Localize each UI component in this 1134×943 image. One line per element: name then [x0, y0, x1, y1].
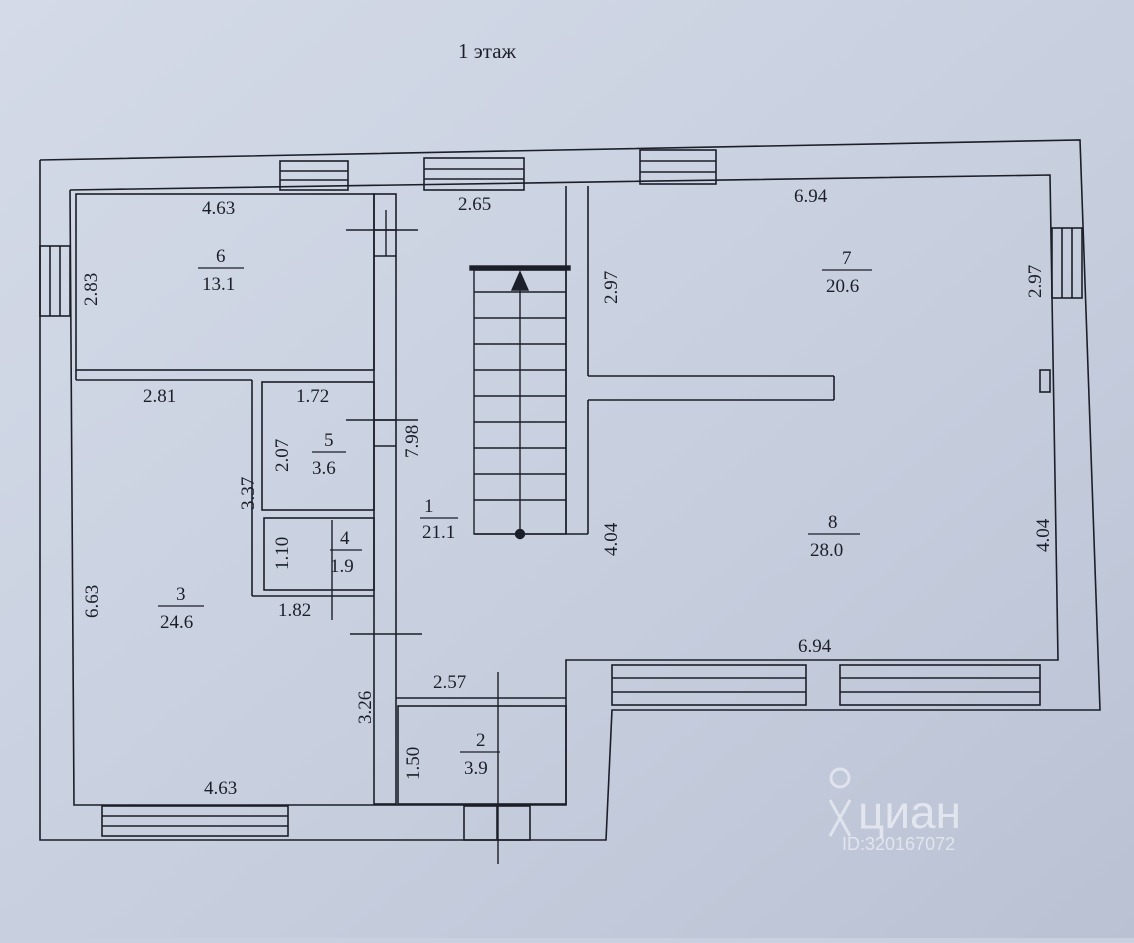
room-1-area: 21.1	[422, 522, 455, 543]
outer-wall-outer-line	[39, 139, 1101, 841]
outer-wall-inner-line	[69, 174, 1059, 806]
room-2-number: 2	[476, 730, 486, 751]
room-1-number: 1	[424, 496, 434, 517]
dim-room3-bottom-width: 4.63	[204, 778, 237, 799]
dim-room3-height: 6.63	[82, 585, 103, 618]
dim-hall-width: 2.65	[458, 194, 491, 215]
dim-hall-lower-length: 3.26	[355, 691, 376, 724]
stair-direction-arrow-icon	[510, 270, 530, 291]
watermark-id: ID:320167072	[842, 834, 955, 854]
dim-room8-height-right: 4.04	[1033, 518, 1054, 552]
room-label-3: 3 24.6	[158, 584, 204, 633]
room-4-area: 1.9	[330, 556, 354, 577]
room-label-7: 7 20.6	[822, 248, 872, 297]
room-8-number: 8	[828, 512, 838, 533]
dim-room5-width: 1.72	[296, 386, 329, 407]
window-bottom-right-b	[839, 664, 1041, 706]
room-5-number: 5	[324, 430, 334, 451]
dim-room5-height: 2.07	[272, 439, 293, 472]
room-label-6: 6 13.1	[198, 246, 244, 295]
room-7-area: 20.6	[826, 276, 859, 297]
room-3-number: 3	[176, 584, 186, 605]
dim-room8-width: 6.94	[798, 636, 832, 657]
stair-start-dot-icon	[514, 528, 526, 540]
window-top-left	[279, 160, 349, 191]
dim-room3-top-width: 2.81	[143, 386, 176, 407]
watermark-brand: циан	[858, 786, 961, 838]
plan-title: 1 этаж	[458, 39, 517, 63]
room-2-walls	[397, 705, 567, 805]
room-label-5: 5 3.6	[312, 430, 346, 479]
room-2-area: 3.9	[464, 758, 488, 779]
window-left	[39, 245, 71, 317]
section-marks	[331, 210, 499, 864]
dim-room7-height-right: 2.97	[1025, 265, 1046, 298]
room-label-4: 4 1.9	[330, 528, 362, 577]
dim-room2-height: 1.50	[403, 747, 424, 780]
dim-room6-width: 4.63	[202, 198, 235, 219]
room-3-area: 24.6	[160, 612, 193, 633]
room-4-number: 4	[340, 528, 350, 549]
dim-room6-height: 2.83	[81, 273, 102, 306]
room-4-walls	[263, 517, 375, 591]
room-5-area: 3.6	[312, 458, 336, 479]
dim-room7-height-left: 2.97	[601, 271, 622, 304]
room-label-8: 8 28.0	[808, 512, 860, 561]
staircase	[469, 265, 571, 540]
watermark: циан ID:320167072	[828, 767, 961, 854]
window-bottom-right-a	[611, 664, 807, 706]
window-top-center	[423, 157, 525, 191]
dim-room3-right-height: 3.37	[238, 477, 259, 510]
map-pin-icon	[828, 767, 852, 837]
dim-room7-width: 6.94	[794, 186, 828, 207]
room-8-area: 28.0	[810, 540, 843, 561]
dim-room4-height: 1.10	[272, 537, 293, 570]
room-6-number: 6	[216, 246, 226, 267]
dim-room4-width: 1.82	[278, 600, 311, 621]
dim-room8-height-left: 4.04	[601, 522, 622, 556]
window-right	[1051, 227, 1083, 299]
room-label-2: 2 3.9	[460, 730, 500, 779]
room-label-1: 1 21.1	[420, 496, 458, 543]
entry-door	[463, 805, 531, 841]
dim-room2-width: 2.57	[433, 672, 466, 693]
room-6-area: 13.1	[202, 274, 235, 295]
room-7-number: 7	[842, 248, 852, 269]
dim-hall-length: 7.98	[402, 425, 423, 458]
window-bottom-left	[101, 805, 289, 837]
window-top-right	[639, 149, 717, 185]
